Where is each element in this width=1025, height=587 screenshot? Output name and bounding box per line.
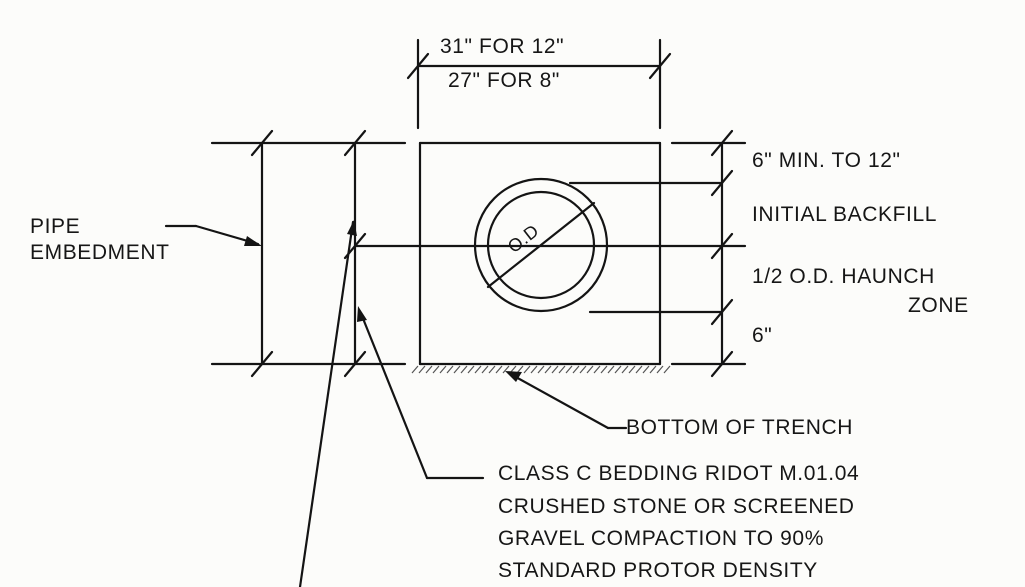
pipe-embedment-label-line2: EMBEDMENT: [30, 241, 170, 264]
cover-depth-label: 6" MIN. TO 12": [752, 149, 901, 172]
bedding-note-line3: GRAVEL COMPACTION TO 90%: [498, 527, 824, 550]
hatch-stroke: [537, 365, 545, 374]
haunch-tick-bottom: [343, 350, 367, 378]
hatch-stroke: [418, 365, 426, 374]
right-tick-1: [710, 129, 734, 157]
hatch-stroke: [453, 365, 461, 374]
right-tick-3: [710, 232, 734, 260]
hatch-stroke: [488, 365, 496, 374]
trench-bottom-hatching: [411, 365, 671, 374]
pipe-embedment-label-line1: PIPE: [30, 215, 81, 238]
hatch-stroke: [446, 365, 454, 374]
hatch-stroke: [411, 365, 419, 374]
hatch-stroke: [572, 365, 580, 374]
hatch-stroke: [439, 365, 447, 374]
hatch-stroke: [460, 365, 468, 374]
hatch-stroke: [481, 365, 489, 374]
bottom-of-trench-label: BOTTOM OF TRENCH: [626, 416, 853, 439]
bedding-note-line1: CLASS C BEDDING RIDOT M.01.04: [498, 462, 860, 485]
hatch-stroke: [530, 365, 538, 374]
bedding-leader: [360, 314, 429, 480]
pipe-inner-wall: [486, 190, 596, 300]
hatch-stroke: [551, 365, 559, 374]
pipe-outer-wall: [473, 177, 609, 313]
hatch-stroke: [649, 365, 657, 374]
hatch-stroke: [614, 365, 622, 374]
width-tick-right: [648, 52, 672, 80]
hatch-stroke: [600, 365, 608, 374]
bedding-note-line2: CRUSHED STONE OR SCREENED: [498, 495, 855, 518]
hatch-stroke: [628, 365, 636, 374]
embedment-tick-top: [250, 129, 274, 157]
lower-leader: [298, 220, 355, 587]
bedding-note-line4: STANDARD PROTOR DENSITY: [498, 559, 818, 582]
bottom-arrowhead: [505, 371, 522, 382]
bottom-leader: [512, 374, 610, 430]
hatch-stroke: [544, 365, 552, 374]
width-label-8in: 27" FOR 8": [448, 69, 560, 92]
hatch-stroke: [663, 365, 671, 374]
hatch-stroke: [558, 365, 566, 374]
right-tick-5: [710, 350, 734, 378]
width-tick-left: [406, 52, 430, 80]
embedment-tick-bottom: [250, 350, 274, 378]
hatch-stroke: [502, 365, 510, 374]
hatch-stroke: [607, 365, 615, 374]
haunch-tick-top: [343, 129, 367, 157]
hatch-stroke: [467, 365, 475, 374]
bedding-arrowhead: [357, 306, 367, 322]
initial-backfill-label: INITIAL BACKFILL: [752, 203, 938, 226]
hatch-stroke: [586, 365, 594, 374]
haunch-label-line1: 1/2 O.D. HAUNCH: [752, 265, 935, 288]
width-label-12in: 31" FOR 12": [440, 35, 565, 58]
pipe-diameter-line: [486, 201, 596, 289]
bedding-depth-label: 6": [752, 324, 773, 347]
hatch-stroke: [593, 365, 601, 374]
hatch-stroke: [656, 365, 664, 374]
lower-arrowhead: [347, 220, 357, 236]
hatch-stroke: [474, 365, 482, 374]
hatch-stroke: [425, 365, 433, 374]
embedment-arrowhead: [244, 236, 262, 246]
hatch-stroke: [565, 365, 573, 374]
hatch-stroke: [495, 365, 503, 374]
haunch-label-line2: ZONE: [908, 294, 969, 317]
hatch-stroke: [642, 365, 650, 374]
hatch-stroke: [621, 365, 629, 374]
hatch-stroke: [523, 365, 531, 374]
hatch-stroke: [432, 365, 440, 374]
hatch-stroke: [579, 365, 587, 374]
hatch-stroke: [635, 365, 643, 374]
